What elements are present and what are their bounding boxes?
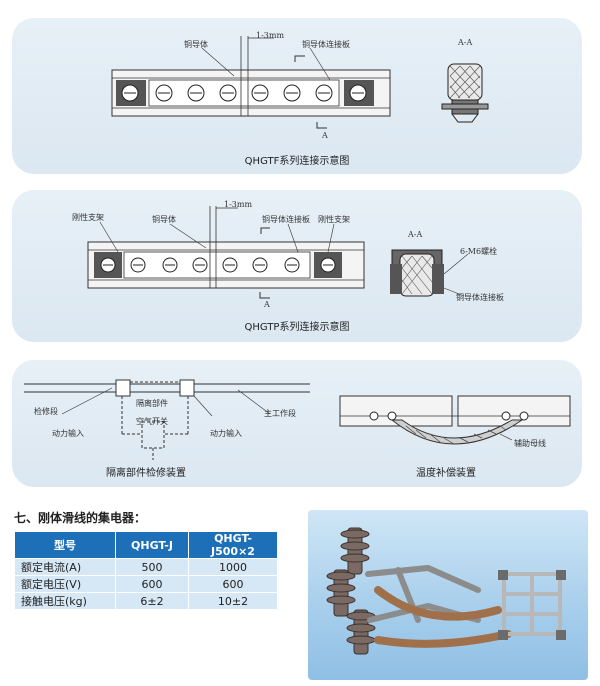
label-bolt: 6-M6螺栓 (460, 247, 498, 256)
label-copper-body: 铜导体 (184, 40, 208, 49)
qhgtp-connection-diagram (87, 206, 469, 299)
table-cell: 600 (115, 575, 189, 593)
label-power-in-left: 动力输入 (52, 429, 84, 438)
table-header-row: 型号 QHGT-J QHGT-J500×2 (14, 531, 278, 559)
table-cell: 6±2 (115, 592, 189, 610)
table-header-cell: QHGT-J (115, 531, 189, 559)
table-row: 额定电压(V) 600 600 (14, 575, 278, 593)
table-cell: 500 (115, 558, 189, 576)
diagram-caption: QHGTP系列连接示意图 (244, 322, 350, 333)
table-cell: 额定电压(V) (14, 575, 116, 593)
label-plate: 铜导体连接板 (262, 215, 310, 224)
diagram-panel-qhgtf: 1-3mm 铜导体 铜导体连接板 A-A A QHGTF系列连接示意图 (12, 18, 582, 174)
table-header-cell: QHGT-J500×2 (188, 531, 278, 559)
label-gap: 1-3mm (224, 200, 253, 209)
table-header-cell: 型号 (14, 531, 116, 559)
label-section-mark: A (264, 300, 270, 309)
label-section-mark: A (322, 131, 328, 140)
devices-diagram (24, 379, 571, 460)
section-title: 七、刚体滑线的集电器： (14, 511, 147, 525)
diagram-panel-qhgtp: 1-3mm 刚性支架 铜导体 铜导体连接板 刚性支架 A-A 6-M6螺栓 铜导… (12, 190, 582, 342)
diagram-panel-devices: 检修段 隔离部件 主工作段 空气开关 动力输入 动力输入 辅助母线 隔离部件检修… (12, 360, 582, 487)
collector-photo (308, 510, 588, 680)
diagram-caption: QHGTF系列连接示意图 (244, 156, 350, 167)
table-row: 额定电流(A) 500 1000 (14, 558, 278, 576)
label-aux-bus: 辅助母线 (514, 439, 546, 448)
table-cell: 1000 (188, 558, 278, 576)
table-cell: 600 (188, 575, 278, 593)
table-cell: 接触电压(kg) (14, 592, 116, 610)
caption-temp-compensator: 温度补偿装置 (416, 468, 476, 479)
label-plate-section: 铜导体连接板 (456, 293, 504, 302)
qhgtf-connection-diagram (111, 36, 489, 129)
label-isolator: 隔离部件 (136, 399, 168, 408)
label-bracket-left: 刚性支架 (72, 213, 104, 222)
table-cell: 10±2 (188, 592, 278, 610)
collector-illustration (326, 527, 566, 655)
label-main: 主工作段 (264, 409, 296, 418)
label-air-switch: 空气开关 (136, 417, 168, 426)
table-row: 接触电压(kg) 6±2 10±2 (14, 592, 278, 610)
collector-spec-table: 型号 QHGT-J QHGT-J500×2 额定电流(A) 500 1000 额… (14, 531, 278, 610)
label-section: A-A (458, 38, 473, 47)
label-section: A-A (408, 230, 423, 239)
label-plate: 铜导体连接板 (302, 40, 350, 49)
caption-isolator-device: 隔离部件检修装置 (106, 468, 186, 479)
label-bracket-right: 刚性支架 (318, 215, 350, 224)
label-maint: 检修段 (34, 407, 58, 416)
label-copper-body: 铜导体 (152, 215, 176, 224)
table-cell: 额定电流(A) (14, 558, 116, 576)
label-gap: 1-3mm (256, 31, 285, 40)
label-power-in-right: 动力输入 (210, 429, 242, 438)
